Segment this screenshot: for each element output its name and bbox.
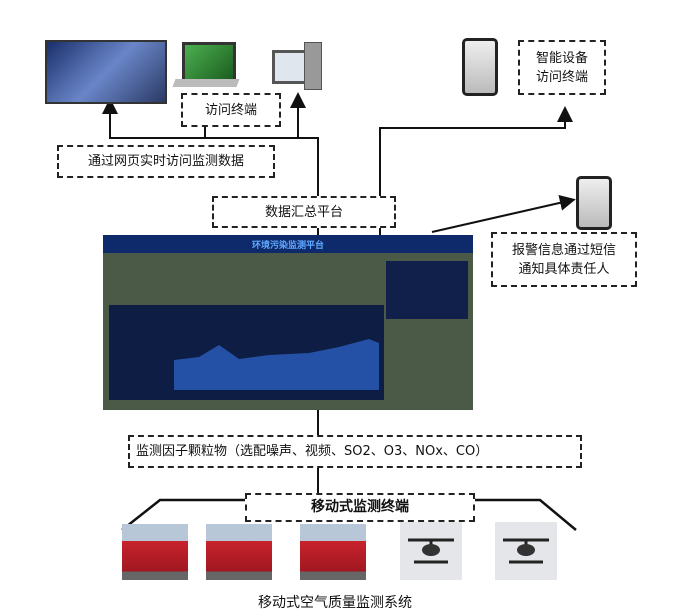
dashboard-chart [109, 305, 384, 400]
dashboard-status-panel [386, 261, 468, 319]
monitoring-factors-box: 监测因子颗粒物（选配噪声、视频、SO2、O3、NOx、CO） [128, 435, 582, 468]
sms-alert-box: 报警信息通过短信 通知具体责任人 [491, 232, 637, 287]
access-terminal-box: 访问终端 [181, 93, 281, 127]
desktop-tower-image [304, 42, 322, 90]
video-wall-image [45, 40, 167, 104]
smart-device-box: 智能设备 访问终端 [518, 40, 606, 95]
bus-image [206, 524, 272, 580]
diagram-caption: 移动式空气质量监测系统 [258, 595, 412, 611]
laptop-image [182, 42, 236, 82]
drone-image [495, 522, 557, 580]
smartphone-alert-image [576, 176, 612, 230]
drone-image [400, 522, 462, 580]
laptop-base [172, 79, 240, 87]
mobile-terminal-box: 移动式监测终端 [245, 493, 475, 522]
web-access-box: 通过网页实时访问监测数据 [57, 145, 275, 178]
bus-image [300, 524, 366, 580]
smartphone-image [462, 38, 498, 96]
dashboard-title: 环境污染监测平台 [251, 241, 324, 251]
platform-dashboard-screenshot: 环境污染监测平台 [103, 235, 473, 410]
dashboard-header [103, 235, 473, 253]
desktop-monitor-image [272, 50, 308, 84]
bus-image [122, 524, 188, 580]
platform-box: 数据汇总平台 [212, 196, 396, 228]
